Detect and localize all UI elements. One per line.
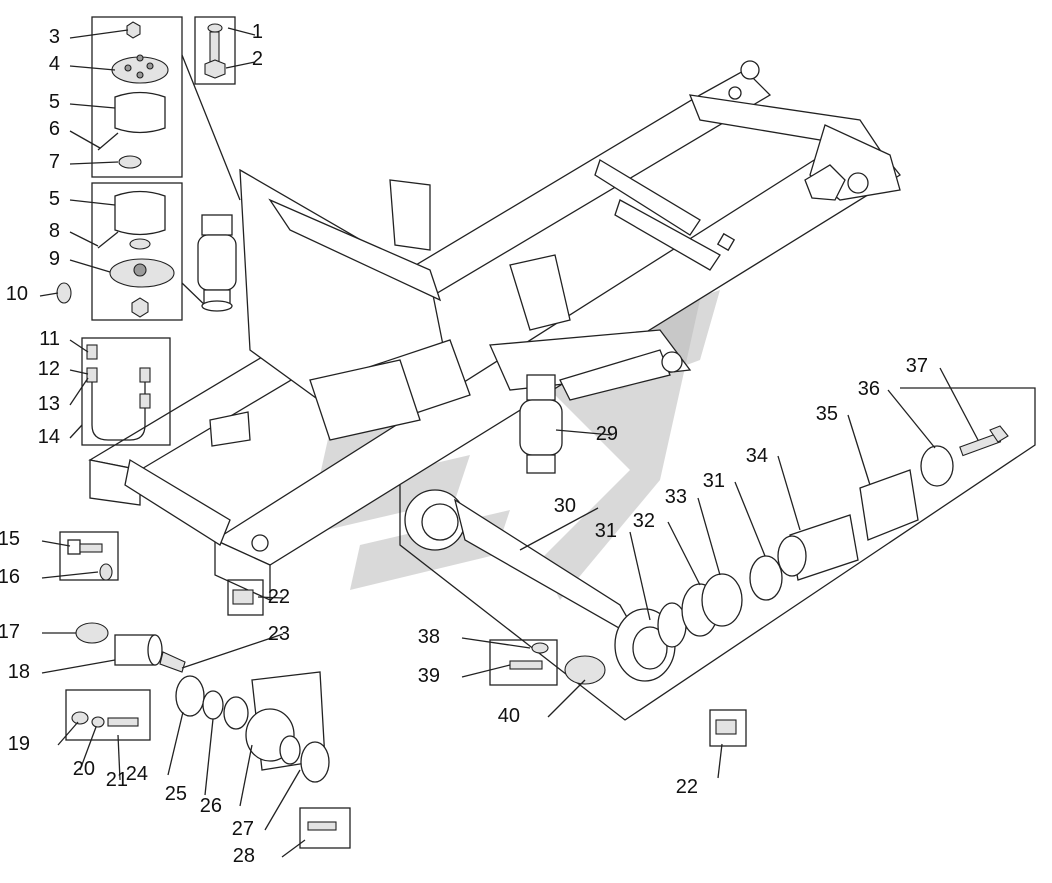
callout-number: 32	[633, 510, 655, 532]
bushing-stack	[657, 425, 1009, 648]
leader-line	[264, 769, 301, 831]
leader-line	[69, 231, 99, 247]
callout-number: 5	[49, 91, 60, 113]
leader-line	[181, 633, 284, 669]
callout-number: 19	[8, 733, 30, 755]
callout-number: 29	[596, 423, 618, 445]
leader-line	[777, 455, 801, 531]
leader-line	[41, 571, 99, 579]
pipe-group	[81, 337, 171, 446]
leader-line	[69, 369, 89, 375]
callout-number: 40	[498, 705, 520, 727]
leader-line	[69, 199, 116, 206]
leader-line	[69, 259, 111, 273]
leader-line	[69, 29, 129, 39]
callout-number: 17	[0, 621, 20, 643]
leader-line	[519, 507, 599, 551]
leader-line	[547, 679, 586, 718]
callout-number: 14	[38, 426, 60, 448]
callout-number: 20	[73, 758, 95, 780]
leader-line	[461, 664, 511, 678]
callout-number: 23	[268, 623, 290, 645]
callout-number: 25	[165, 783, 187, 805]
callout-number: 33	[665, 486, 687, 508]
callout-number: 31	[595, 520, 617, 542]
callout-number: 15	[0, 528, 20, 550]
leader-line	[555, 429, 613, 436]
callout-number: 30	[554, 495, 576, 517]
torque-rod	[399, 387, 1036, 721]
callout-number: 11	[39, 328, 60, 350]
leader-line	[939, 367, 979, 441]
callout-number: 10	[6, 283, 28, 305]
callout-number: 26	[200, 795, 222, 817]
nut-icon	[126, 21, 141, 39]
leader-line	[847, 414, 871, 486]
leader-line	[69, 130, 101, 149]
callout-number: 22	[676, 776, 698, 798]
leader-line	[629, 531, 651, 621]
callout-number: 35	[816, 403, 838, 425]
leader-line	[69, 103, 116, 109]
leader-line	[57, 721, 79, 746]
leader-line	[697, 497, 721, 576]
leader-line	[39, 292, 59, 297]
callout-number: 28	[233, 845, 255, 867]
leader-line	[117, 734, 121, 781]
callout-number: 24	[126, 763, 148, 785]
callout-number: 5	[49, 188, 60, 210]
leader-line	[461, 637, 531, 649]
callout-number: 38	[418, 626, 440, 648]
callout-number: 21	[106, 769, 128, 791]
leader-line	[257, 596, 284, 599]
vehicle-frame	[88, 60, 901, 602]
leader-line	[69, 65, 116, 71]
callout-number: 39	[418, 665, 440, 687]
leader-line	[227, 27, 256, 36]
lower-parts	[59, 531, 747, 849]
air-spring-upper	[197, 214, 237, 312]
callout-number: 1	[252, 21, 263, 43]
leader-line	[887, 389, 936, 449]
callout-number: 34	[746, 445, 768, 467]
callout-number: 22	[268, 586, 290, 608]
callout-number: 12	[38, 358, 60, 380]
callout-number: 37	[906, 355, 928, 377]
callout-number: 36	[858, 378, 880, 400]
leader-line	[167, 711, 184, 776]
leader-line	[69, 424, 83, 439]
leader-line	[204, 718, 214, 796]
callout-number: 4	[49, 53, 60, 75]
callout-number: 16	[0, 566, 20, 588]
leader-line	[717, 743, 723, 779]
leader-line	[79, 726, 97, 771]
leader-line	[239, 744, 253, 807]
leader-line	[69, 161, 119, 165]
air-spring-29	[519, 374, 563, 474]
leader-line	[281, 839, 306, 858]
callout-number: 13	[38, 393, 60, 415]
leader-line	[69, 377, 89, 406]
leader-line	[41, 659, 116, 674]
callout-number: 27	[232, 818, 254, 840]
callout-number: 3	[49, 26, 60, 48]
callout-number: 8	[49, 220, 60, 242]
callout-number: 6	[49, 118, 60, 140]
callout-number: 18	[8, 661, 30, 683]
leader-line	[734, 481, 766, 557]
leader-line	[667, 521, 701, 586]
leader-line	[69, 339, 89, 353]
callout-number: 31	[703, 470, 725, 492]
callout-number: 2	[252, 48, 263, 70]
leader-line	[41, 540, 71, 547]
callout-number: 7	[49, 151, 60, 173]
leader-line	[225, 61, 256, 69]
callout-number: 9	[49, 248, 60, 270]
